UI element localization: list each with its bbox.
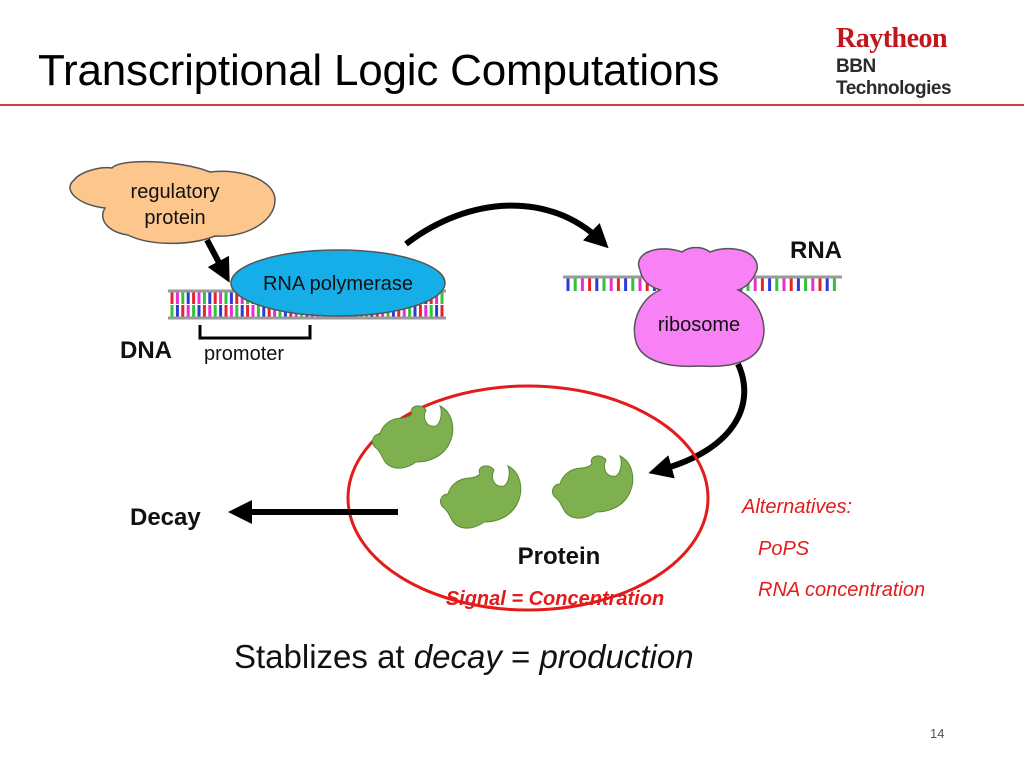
logo-raytheon: Raytheon — [836, 23, 948, 54]
ribosome-shape — [633, 246, 765, 368]
dna-label: DNA — [120, 337, 172, 364]
stabilizes-prefix: Stablizes at — [234, 638, 414, 675]
transcription-arrow — [404, 202, 609, 249]
rna-label: RNA — [790, 237, 842, 264]
rna-polymerase-label: RNA polymerase — [263, 273, 413, 295]
logo-bbn-technologies: BBN Technologies — [836, 56, 952, 99]
stabilizes-statement: Stablizes at decay = production — [234, 638, 694, 675]
alternative-item-2: RNA concentration — [758, 579, 925, 601]
ribosome-label: ribosome — [658, 314, 740, 336]
decay-label: Decay — [130, 504, 201, 531]
signal-label: Signal = Concentration — [446, 588, 664, 610]
raytheon-bbn-logo: Raytheon BBN Technologies — [836, 24, 986, 100]
alternatives-heading: Alternatives: — [741, 496, 852, 518]
stabilizes-production: production — [538, 638, 693, 675]
protein-label: Protein — [518, 543, 601, 570]
slide-title: Transcriptional Logic Computations — [38, 46, 720, 95]
regulatory-protein-shape — [69, 160, 276, 245]
protein-molecule-1 — [372, 405, 454, 469]
promoter-bracket — [198, 325, 312, 340]
stabilizes-decay: decay — [414, 638, 505, 675]
rna-polymerase-shape — [230, 249, 446, 317]
page-number: 14 — [930, 726, 945, 741]
protein-pool-circle — [346, 384, 710, 612]
binding-arrow — [204, 238, 230, 283]
translation-arrow — [648, 362, 748, 479]
promoter-label: promoter — [204, 343, 284, 365]
regulatory-protein-label-line2: protein — [144, 207, 205, 229]
stabilizes-equals: = — [502, 638, 540, 675]
title-divider — [0, 104, 1024, 106]
alternative-item-1: PoPS — [758, 538, 810, 560]
protein-molecule-2 — [440, 465, 522, 529]
regulatory-protein-label-line1: regulatory — [131, 181, 220, 203]
protein-molecule-3 — [552, 455, 634, 519]
